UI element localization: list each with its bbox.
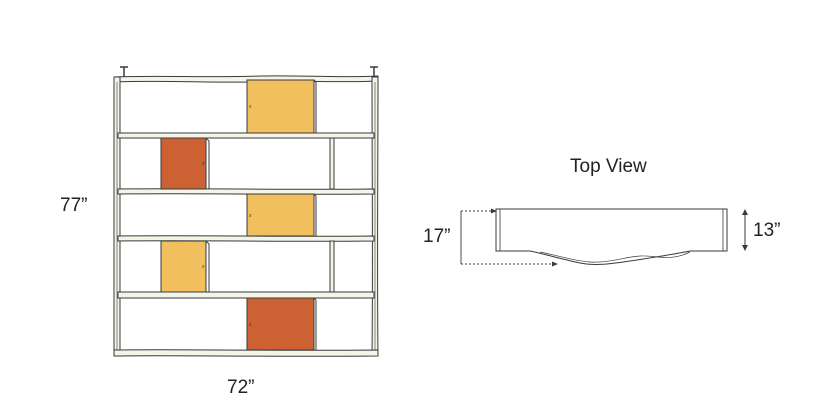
depth-max-label: 17” [423,226,451,247]
divider-row-2 [329,137,335,190]
bottom-board [113,349,379,357]
divider-row-4 [329,240,335,293]
depth-min-label: 13” [753,220,781,241]
cabinet-row-3: x [246,193,317,237]
height-dimension-label: 77” [60,195,88,216]
cabinet-row-5: x [246,297,317,351]
depth-17-dimension [460,208,558,267]
depth-13-dimension [742,209,748,251]
shelf-1 [117,132,375,139]
svg-text:x: x [249,322,252,328]
shelf-4 [117,291,375,299]
cabinet-row-1: x [246,79,317,134]
svg-text:x: x [249,104,252,110]
mounting-tab-left [120,66,128,77]
front-view: x x x x x [113,66,379,357]
svg-text:x: x [202,264,205,270]
cabinet-row-4: x [160,240,210,293]
mounting-tab-right [370,66,378,77]
top-board [113,75,379,83]
svg-text:x: x [249,213,252,219]
svg-text:x: x [202,161,205,167]
top-view [460,208,748,267]
shelf-3 [117,235,375,242]
cabinet-row-2: x [160,137,210,190]
top-view-title: Top View [570,156,647,177]
shelf-2 [117,188,375,195]
width-dimension-label: 72” [227,377,255,398]
top-view-shelf-outline [495,208,728,265]
